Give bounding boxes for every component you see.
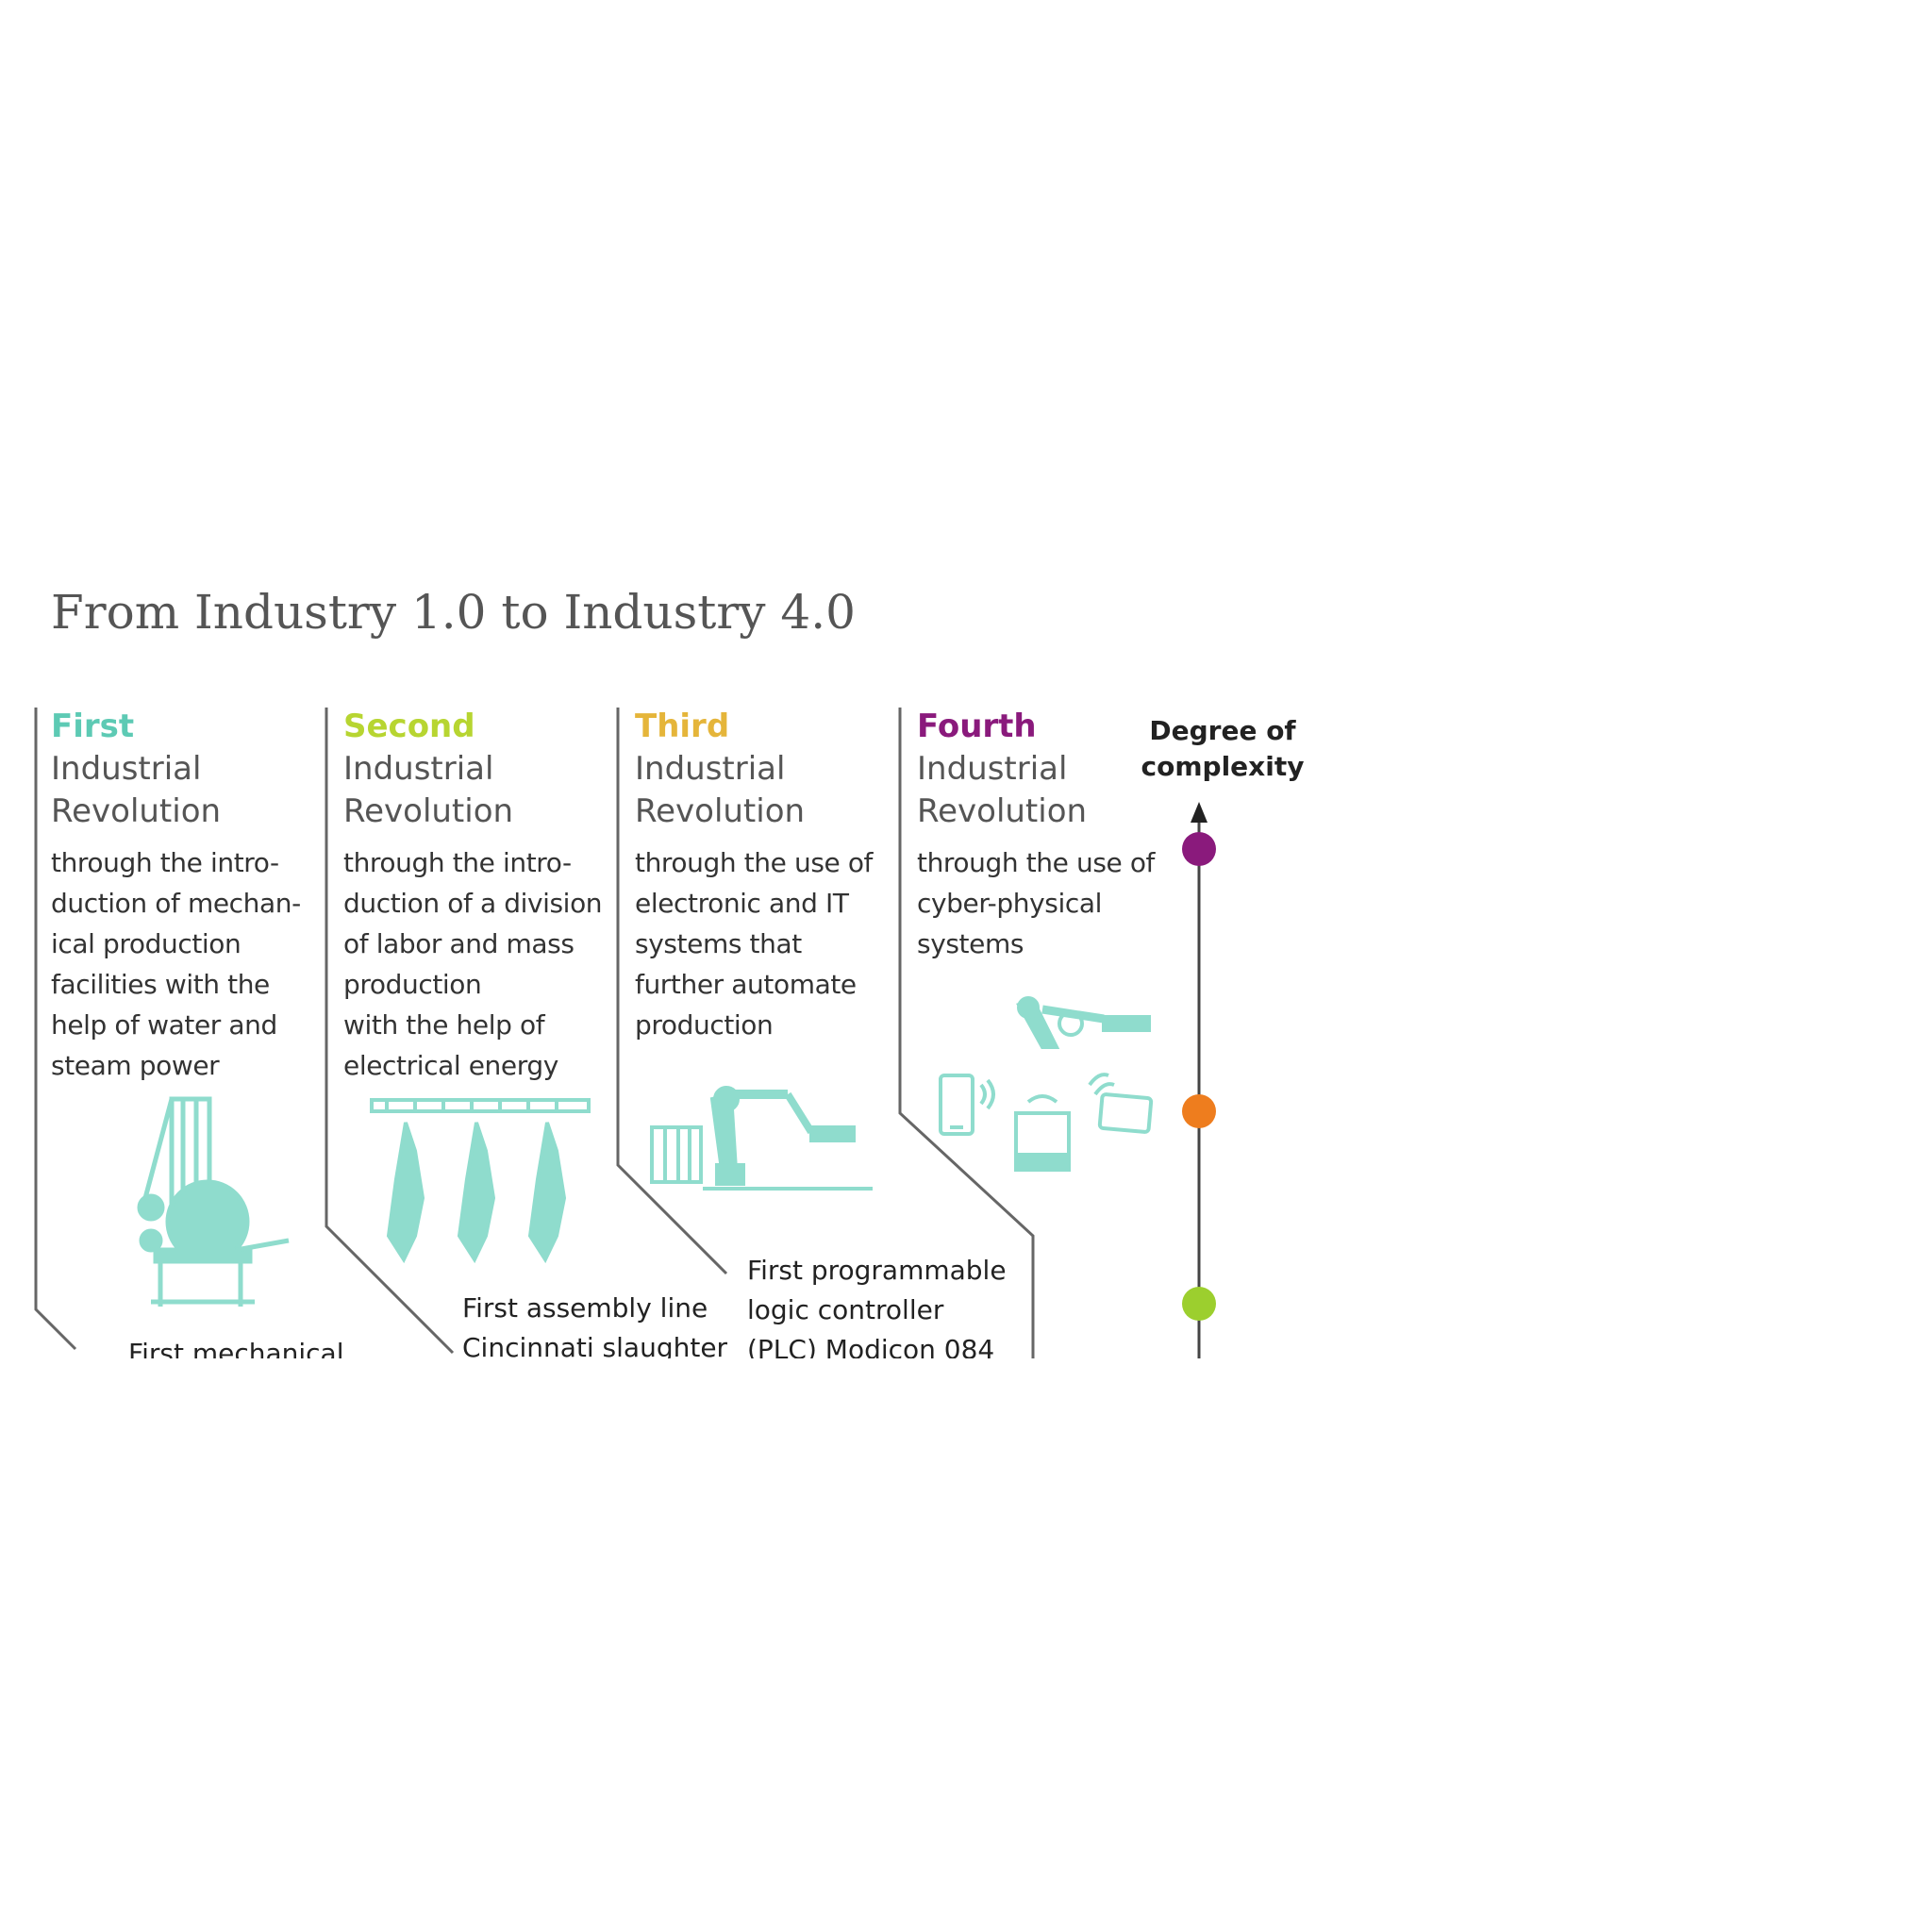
milestone-third: First programmable logic controller (PLC… (747, 1251, 1007, 1358)
industry-revolution-figure: From Industry 1.0 to Industry 4.0 First … (0, 566, 1358, 1358)
era-ordinal: First (51, 706, 334, 748)
era-first: First Industrial Revolution through the … (51, 706, 334, 1086)
robot-arm-plc-icon (646, 1080, 882, 1217)
complexity-dot-third (1182, 1094, 1216, 1128)
era-heading-line: Revolution (635, 791, 918, 833)
milestone-first: First mechanical (128, 1334, 343, 1358)
era-description: through the intro- duction of a division… (343, 842, 626, 1086)
era-heading-line: Revolution (51, 791, 334, 833)
milestone-second: First assembly line Cincinnati slaughter (462, 1289, 727, 1358)
era-third: Third Industrial Revolution through the … (635, 706, 918, 1045)
era-description: through the intro- duction of mechan- ic… (51, 842, 334, 1086)
era-description: through the use of cyber-physical system… (917, 842, 1200, 964)
era-heading-line: Revolution (343, 791, 626, 833)
era-heading-line: Industrial (51, 748, 334, 791)
era-heading-line: Revolution (917, 791, 1200, 833)
era-second: Second Industrial Revolution through the… (343, 706, 626, 1086)
complexity-dot-fourth (1182, 832, 1216, 866)
era-description: through the use of electronic and IT sys… (635, 842, 918, 1045)
era-heading-line: Industrial (635, 748, 918, 791)
era-ordinal: Second (343, 706, 626, 748)
mechanical-loom-icon (123, 1090, 292, 1316)
cyber-physical-devices-icon (929, 991, 1174, 1179)
assembly-line-icon (368, 1094, 594, 1264)
era-ordinal: Third (635, 706, 918, 748)
era-heading-line: Industrial (343, 748, 626, 791)
complexity-dot-second (1182, 1287, 1216, 1321)
complexity-axis-label: Degree of complexity (1128, 713, 1317, 785)
